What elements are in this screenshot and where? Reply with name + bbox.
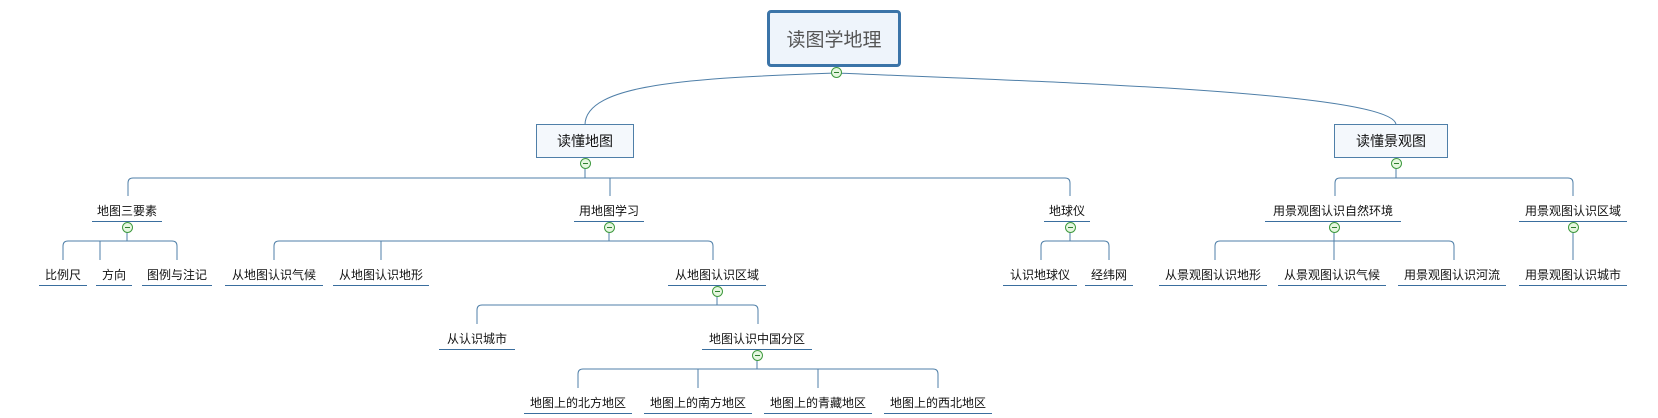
collapse-toggle-icon[interactable] bbox=[604, 222, 615, 233]
leaf-climate-from-landscape[interactable]: 从景观图认识气候 bbox=[1278, 262, 1386, 286]
collapse-toggle-icon[interactable] bbox=[580, 158, 591, 169]
topic-natural-env[interactable]: 用景观图认识自然环境 bbox=[1265, 198, 1401, 222]
connector-three-elements-children bbox=[62, 228, 178, 260]
collapse-toggle-icon[interactable] bbox=[831, 67, 842, 78]
leaf-legend-notes[interactable]: 图例与注记 bbox=[142, 262, 212, 286]
collapse-toggle-icon[interactable] bbox=[1065, 222, 1076, 233]
leaf-southern-region[interactable]: 地图上的南方地区 bbox=[644, 390, 752, 414]
leaf-northwest-region[interactable]: 地图上的西北地区 bbox=[884, 390, 992, 414]
leaf-direction[interactable]: 方向 bbox=[96, 262, 132, 286]
leaf-climate-from-map[interactable]: 从地图认识气候 bbox=[225, 262, 323, 286]
connector-read-map-children bbox=[127, 164, 1071, 196]
leaf-cities-from-landscape[interactable]: 用景观图认识城市 bbox=[1519, 262, 1627, 286]
leaf-qinghai-tibet-region[interactable]: 地图上的青藏地区 bbox=[764, 390, 872, 414]
topic-learn-with-map[interactable]: 用地图学习 bbox=[574, 198, 644, 222]
leaf-rivers-from-landscape[interactable]: 用景观图认识河流 bbox=[1398, 262, 1506, 286]
collapse-toggle-icon[interactable] bbox=[1329, 222, 1340, 233]
leaf-terrain-from-landscape[interactable]: 从景观图认识地形 bbox=[1159, 262, 1267, 286]
collapse-toggle-icon[interactable] bbox=[712, 286, 723, 297]
leaf-northern-region[interactable]: 地图上的北方地区 bbox=[524, 390, 632, 414]
leaf-scale[interactable]: 比例尺 bbox=[39, 262, 87, 286]
leaf-cities-from-map[interactable]: 从认识城市 bbox=[439, 326, 515, 350]
collapse-toggle-icon[interactable] bbox=[1391, 158, 1402, 169]
connector-read-landscape-children bbox=[1334, 164, 1574, 196]
connector-root-read-landscape bbox=[835, 72, 1397, 126]
topic-globe[interactable]: 地球仪 bbox=[1044, 198, 1090, 222]
connector-globe-children bbox=[1040, 228, 1110, 260]
branch-read-map[interactable]: 读懂地图 bbox=[536, 124, 634, 158]
collapse-toggle-icon[interactable] bbox=[1568, 222, 1579, 233]
root-node[interactable]: 读图学地理 bbox=[767, 10, 901, 67]
topic-regions-from-map[interactable]: 从地图认识区域 bbox=[668, 262, 766, 286]
topic-landscape-regions[interactable]: 用景观图认识区域 bbox=[1519, 198, 1627, 222]
connector-root-read-map bbox=[584, 72, 837, 126]
leaf-know-globe[interactable]: 认识地球仪 bbox=[1003, 262, 1077, 286]
connector-china-divisions-children bbox=[577, 356, 939, 388]
topic-three-elements[interactable]: 地图三要素 bbox=[92, 198, 162, 222]
topic-china-divisions[interactable]: 地图认识中国分区 bbox=[702, 326, 812, 350]
collapse-toggle-icon[interactable] bbox=[752, 350, 763, 361]
connector-learn-with-map-children bbox=[273, 228, 714, 260]
collapse-toggle-icon[interactable] bbox=[122, 222, 133, 233]
leaf-terrain-from-map[interactable]: 从地图认识地形 bbox=[333, 262, 429, 286]
branch-read-landscape[interactable]: 读懂景观图 bbox=[1334, 124, 1448, 158]
leaf-graticule[interactable]: 经纬网 bbox=[1085, 262, 1133, 286]
